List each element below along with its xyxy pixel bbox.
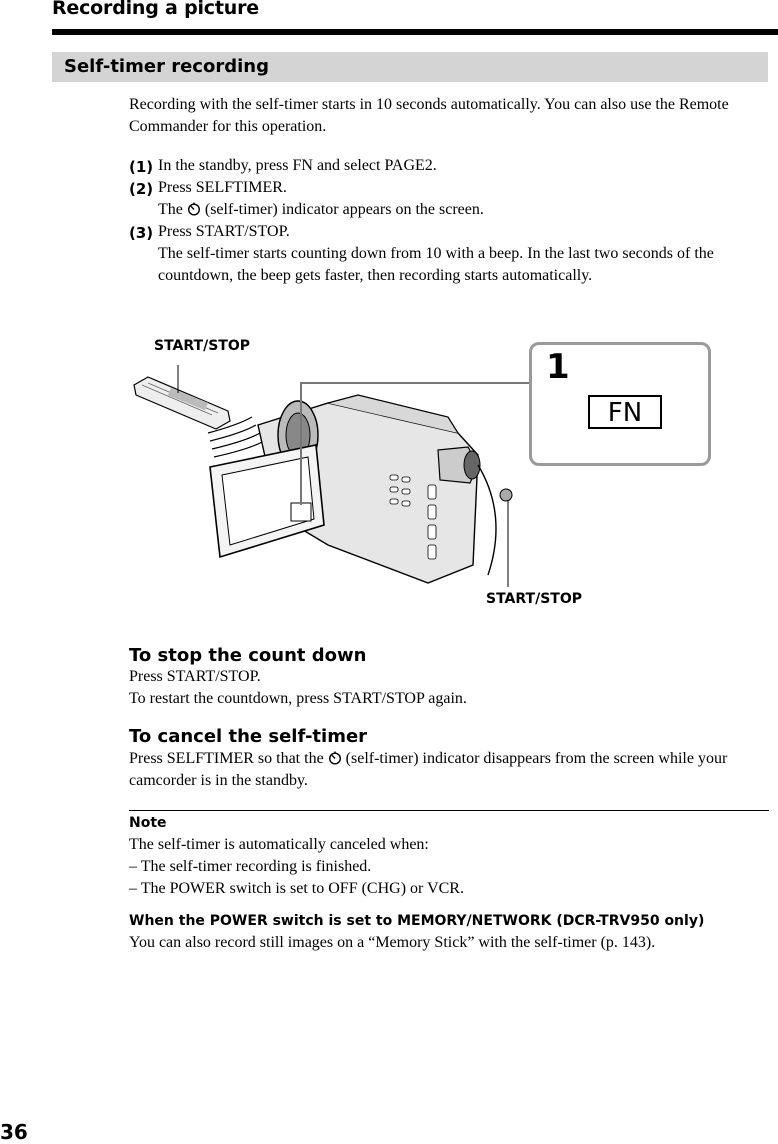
fn-callout: 1 FN bbox=[529, 342, 711, 466]
cancel-text-after: (self-timer) indicator disappears from t… bbox=[129, 750, 728, 789]
note-line-1: The self-timer is automatically canceled… bbox=[129, 836, 429, 853]
intro-paragraph: Recording with the self-timer starts in … bbox=[129, 96, 729, 135]
note-body: The self-timer is automatically canceled… bbox=[129, 834, 769, 900]
cancel-text-before: Press SELFTIMER so that the bbox=[129, 750, 324, 767]
self-timer-icon bbox=[328, 751, 341, 765]
note-divider bbox=[129, 810, 769, 811]
section-title: Self-timer recording bbox=[64, 56, 269, 77]
remote-start-stop-label: START/STOP bbox=[154, 338, 250, 354]
note-heading: Note bbox=[129, 815, 167, 831]
step-subtext-after: (self-timer) indicator appears on the sc… bbox=[204, 201, 484, 218]
step-number: (1) bbox=[129, 158, 154, 176]
step-text: Press START/STOP. bbox=[158, 223, 290, 240]
step-1: (1) In the standby, press FN and select … bbox=[129, 155, 769, 177]
lcd-panel bbox=[209, 444, 325, 559]
memory-heading: When the POWER switch is set to MEMORY/N… bbox=[129, 913, 705, 929]
step-subtext: The self-timer starts counting down from… bbox=[158, 245, 714, 284]
page-header-title: Recording a picture bbox=[52, 0, 259, 19]
section-title-bar: Self-timer recording bbox=[52, 52, 768, 82]
callout-step-number: 1 bbox=[546, 347, 570, 387]
page-number: 36 bbox=[0, 1120, 28, 1144]
stop-heading: To stop the count down bbox=[129, 645, 367, 666]
step-number: (3) bbox=[129, 224, 154, 242]
step-subtext-before: The bbox=[158, 201, 183, 218]
camcorder-illustration bbox=[133, 365, 530, 587]
remote-commander bbox=[133, 365, 231, 430]
stop-line-2: To restart the countdown, press START/ST… bbox=[129, 690, 467, 707]
header-rule bbox=[52, 29, 778, 35]
note-line-3: – The POWER switch is set to OFF (CHG) o… bbox=[129, 880, 464, 897]
step-2: (2) Press SELFTIMER. The (self-timer) in… bbox=[129, 177, 769, 221]
stop-text: Press START/STOP. To restart the countdo… bbox=[129, 666, 769, 710]
steps-list: (1) In the standby, press FN and select … bbox=[129, 155, 769, 287]
note-line-2: – The self-timer recording is finished. bbox=[129, 858, 372, 875]
self-timer-icon bbox=[187, 202, 200, 216]
stop-line-1: Press START/STOP. bbox=[129, 668, 261, 685]
step-3: (3) Press START/STOP. The self-timer sta… bbox=[129, 221, 769, 287]
cancel-text: Press SELFTIMER so that the (self-timer)… bbox=[129, 748, 749, 792]
cancel-heading: To cancel the self-timer bbox=[129, 726, 368, 747]
memory-text: You can also record still images on a “M… bbox=[129, 934, 656, 951]
step-text: In the standby, press FN and select PAGE… bbox=[158, 157, 437, 174]
step-number: (2) bbox=[129, 180, 154, 198]
camera-start-stop-label: START/STOP bbox=[486, 591, 582, 607]
fn-button: FN bbox=[588, 395, 662, 429]
step-text: Press SELFTIMER. bbox=[158, 179, 287, 196]
